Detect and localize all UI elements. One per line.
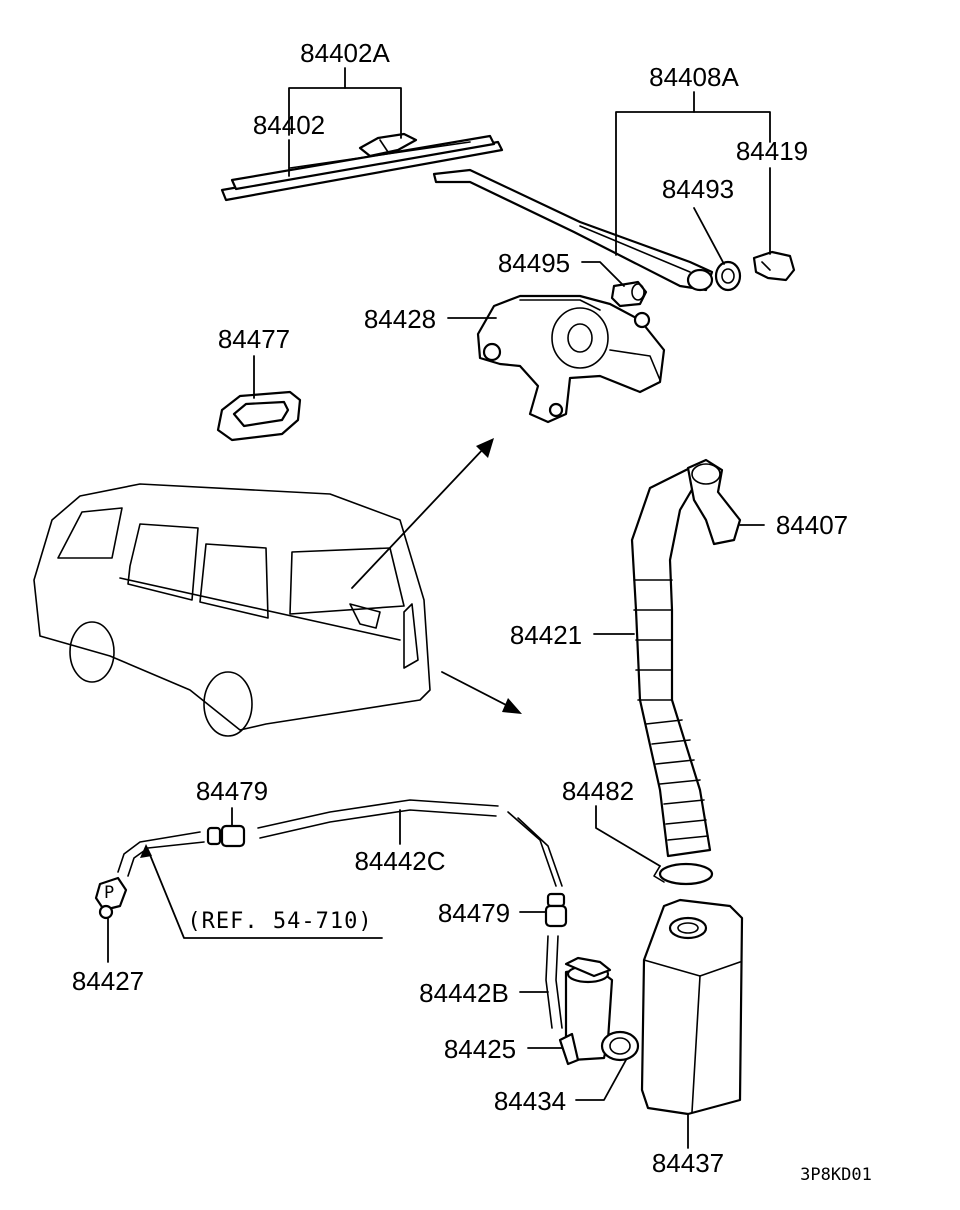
van-illustration	[33, 483, 431, 737]
label-84425: 84425	[444, 1034, 516, 1064]
reference-note: (REF. 54-710)	[187, 909, 372, 934]
label-84482: 84482	[562, 776, 634, 806]
label-84495: 84495	[498, 248, 570, 278]
label-84427: 84427	[72, 966, 144, 996]
callout-arrows	[351, 438, 522, 714]
label-84442C: 84442C	[354, 846, 445, 876]
label-84408A: 84408A	[649, 62, 739, 92]
leader-lines	[107, 67, 771, 1149]
filler-cap[interactable]	[686, 458, 742, 546]
pump-grommet[interactable]	[600, 1030, 640, 1062]
washer-pump[interactable]	[558, 956, 614, 1066]
nut[interactable]	[714, 260, 742, 292]
label-84407: 84407	[776, 510, 848, 540]
bushing[interactable]	[610, 280, 648, 308]
washer-tank[interactable]	[640, 898, 744, 1116]
hose-joint[interactable]	[544, 892, 568, 928]
label-84421: 84421	[510, 620, 582, 650]
label-84419: 84419	[736, 136, 808, 166]
grommet[interactable]	[216, 390, 302, 442]
label-84442B: 84442B	[419, 978, 509, 1008]
washer-nozzle[interactable]: P	[94, 876, 128, 920]
washer-hose-84442B[interactable]	[545, 935, 563, 1029]
label-84479-right: 84479	[438, 898, 510, 928]
label-84402A: 84402A	[300, 38, 390, 68]
wiper-arm[interactable]	[432, 168, 714, 292]
washer-hose-front[interactable]	[117, 824, 246, 877]
svg-text:P: P	[104, 883, 114, 903]
label-84477: 84477	[218, 324, 290, 354]
label-84434: 84434	[494, 1086, 566, 1116]
label-84479-top: 84479	[196, 776, 268, 806]
label-84402: 84402	[253, 110, 325, 140]
washer-hose-84442C[interactable]	[257, 799, 563, 887]
label-84493: 84493	[662, 174, 734, 204]
label-84437: 84437	[652, 1148, 724, 1178]
arm-cap[interactable]	[752, 250, 796, 282]
filler-neck-hose[interactable]	[630, 466, 712, 858]
part-labels: 84402A 84402 84408A 84419 84493 84495 84…	[72, 38, 848, 1178]
wiper-motor[interactable]	[476, 294, 666, 424]
wiper-blade[interactable]	[220, 132, 504, 202]
hose-clamp[interactable]	[653, 862, 714, 886]
diagram-code: 3P8KD01	[800, 1165, 872, 1185]
label-84428: 84428	[364, 304, 436, 334]
